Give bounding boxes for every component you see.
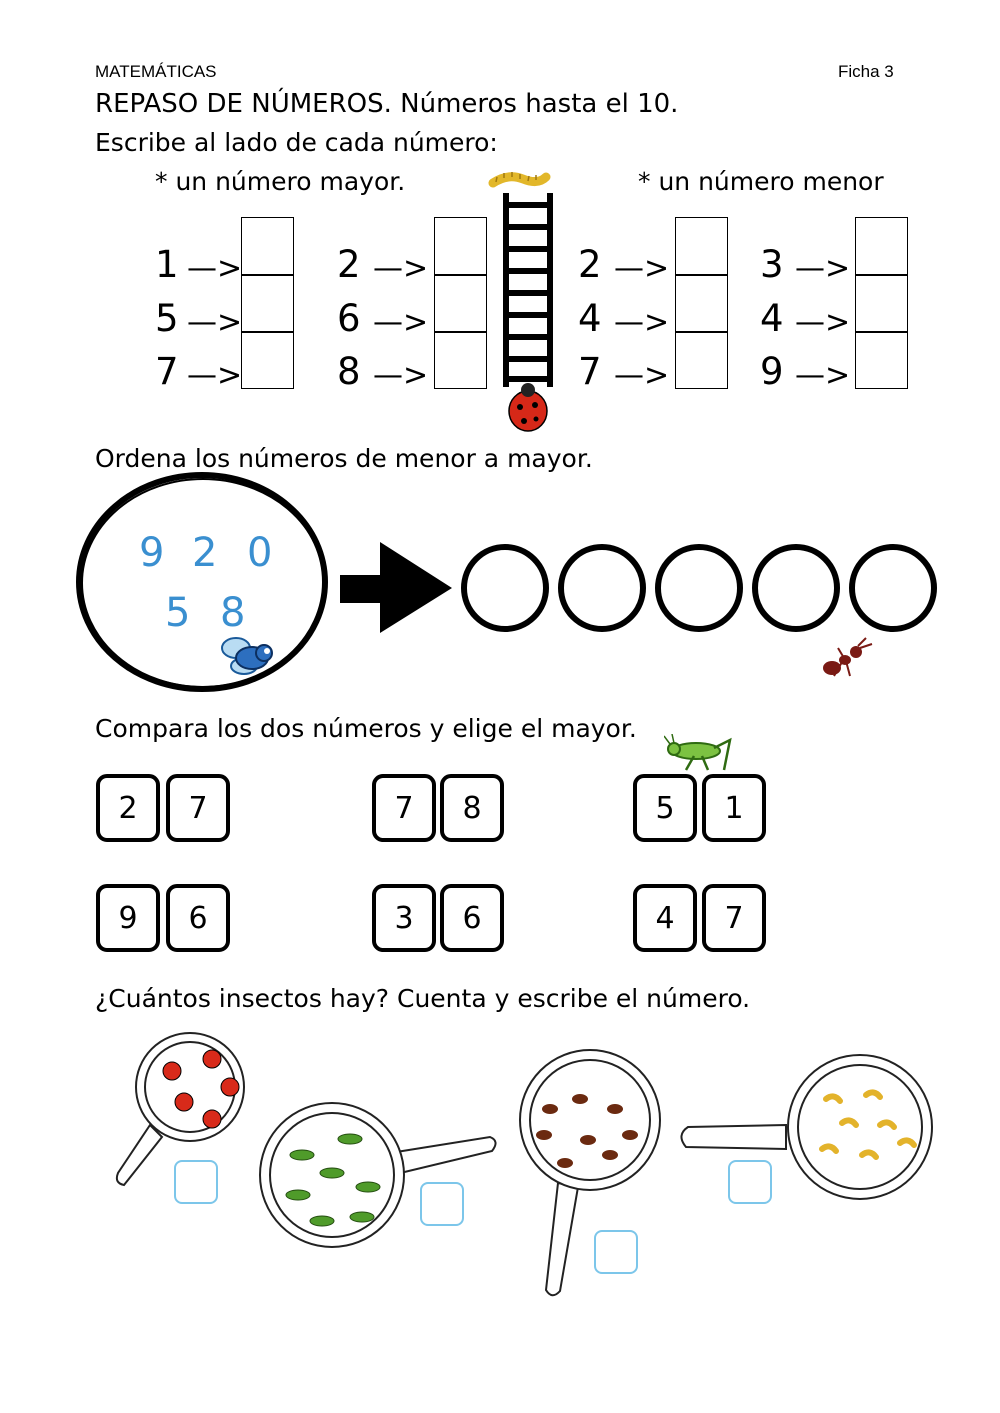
compare-number[interactable]: 8 (440, 774, 504, 842)
ant-icon (823, 637, 873, 677)
worm-icon (819, 1089, 917, 1160)
subject-label: MATEMÁTICAS (95, 62, 217, 81)
number-3-1: 2 (578, 243, 602, 286)
arrow: —> (373, 358, 429, 393)
compare-number[interactable]: 6 (440, 884, 504, 952)
section2-instruction: Ordena los números de menor a mayor. (95, 444, 593, 473)
smaller-label: * un número menor (638, 167, 884, 196)
fly-icon (221, 637, 273, 675)
order-circle-2 (558, 544, 646, 632)
ladder-illustration (488, 172, 553, 432)
divider (855, 331, 908, 333)
worm-icon (488, 172, 551, 188)
pool-number: 0 (247, 530, 273, 576)
arrow: —> (373, 251, 429, 286)
compare-number[interactable]: 1 (702, 774, 766, 842)
arrow: —> (187, 305, 243, 340)
compare-number[interactable]: 9 (96, 884, 160, 952)
compare-number[interactable]: 4 (633, 884, 697, 952)
compare-number[interactable]: 5 (633, 774, 697, 842)
count-answer-box[interactable] (594, 1230, 638, 1274)
order-circle-4 (752, 544, 840, 632)
compare-number[interactable]: 6 (166, 884, 230, 952)
order-circle-5 (849, 544, 937, 632)
number-4-3: 9 (760, 350, 784, 393)
arrow: —> (614, 305, 670, 340)
number-1-2: 5 (155, 297, 179, 340)
arrow: —> (187, 251, 243, 286)
answer-column-3[interactable] (675, 217, 728, 389)
ladder-icon (503, 193, 553, 387)
greater-label: * un número mayor. (155, 167, 406, 196)
answer-column-2[interactable] (434, 217, 487, 389)
compare-number[interactable]: 3 (372, 884, 436, 952)
compare-number[interactable]: 7 (166, 774, 230, 842)
magnifier-icon (519, 1049, 661, 1297)
divider (241, 274, 294, 276)
count-answer-box[interactable] (174, 1160, 218, 1204)
section4-instruction: ¿Cuántos insectos hay? Cuenta y escribe … (95, 984, 751, 1013)
ordering-illustration (76, 472, 937, 692)
arrow: —> (795, 358, 851, 393)
divider (675, 274, 728, 276)
pool-number: 8 (220, 590, 246, 636)
pool-number: 2 (192, 530, 218, 576)
number-2-2: 6 (337, 297, 361, 340)
answer-column-1[interactable] (241, 217, 294, 389)
pool-number: 9 (139, 530, 165, 576)
divider (241, 331, 294, 333)
grasshopper-icon (285, 1133, 381, 1227)
arrow: —> (187, 358, 243, 393)
arrow: —> (614, 358, 670, 393)
order-circle-1 (461, 544, 549, 632)
magnifier-illustration (115, 1032, 933, 1297)
section1-instruction: Escribe al lado de cada número: (95, 128, 498, 157)
number-3-2: 4 (578, 297, 602, 340)
ladybug-icon (162, 1049, 240, 1129)
order-circle-3 (655, 544, 743, 632)
compare-number[interactable]: 7 (702, 884, 766, 952)
compare-number[interactable]: 2 (96, 774, 160, 842)
grasshopper-icon (664, 734, 732, 771)
number-3-3: 7 (578, 350, 602, 393)
arrow: —> (614, 251, 670, 286)
number-pool-circle (76, 472, 328, 692)
pool-number: 5 (165, 590, 191, 636)
count-answer-box[interactable] (728, 1160, 772, 1204)
arrow: —> (795, 251, 851, 286)
divider (434, 331, 487, 333)
divider (855, 274, 908, 276)
page-title: REPASO DE NÚMEROS. Números hasta el 10. (95, 89, 679, 119)
divider (434, 274, 487, 276)
ladybug-icon (508, 383, 548, 432)
ant-icon (536, 1094, 638, 1168)
right-arrow-icon (340, 542, 452, 633)
arrow: —> (373, 305, 429, 340)
section3-instruction: Compara los dos números y elige el mayor… (95, 714, 637, 743)
answer-column-4[interactable] (855, 217, 908, 389)
number-1-3: 7 (155, 350, 179, 393)
number-4-2: 4 (760, 297, 784, 340)
count-answer-box[interactable] (420, 1182, 464, 1226)
number-2-1: 2 (337, 243, 361, 286)
magnifier-icon (259, 1102, 497, 1248)
number-2-3: 8 (337, 350, 361, 393)
arrow: —> (795, 305, 851, 340)
number-4-1: 3 (760, 243, 784, 286)
number-1-1: 1 (155, 243, 179, 286)
divider (675, 331, 728, 333)
compare-number[interactable]: 7 (372, 774, 436, 842)
sheet-label: Ficha 3 (838, 62, 894, 81)
